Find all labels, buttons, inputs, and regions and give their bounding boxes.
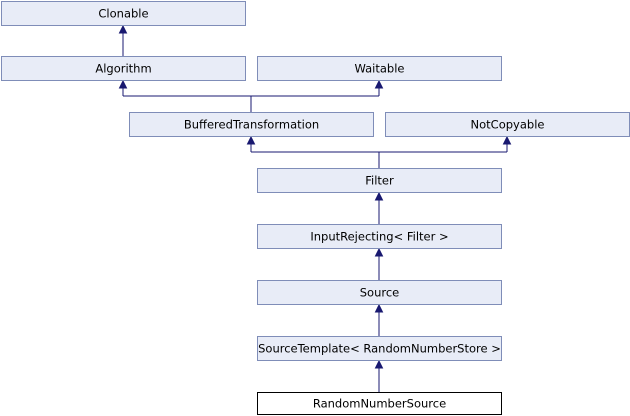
node-label-waitable: Waitable	[354, 62, 404, 76]
node-clonable[interactable]: Clonable	[1, 1, 246, 26]
node-label-algorithm: Algorithm	[95, 62, 151, 76]
node-randomnumbersource: RandomNumberSource	[257, 392, 502, 415]
node-label-source: Source	[360, 286, 400, 300]
node-bufferedtransformation[interactable]: BufferedTransformation	[129, 112, 374, 137]
node-label-randomnumbersource: RandomNumberSource	[313, 397, 446, 411]
edge-randomnumbersource-to-sourcetemplate	[374, 359, 384, 392]
node-inputrejecting[interactable]: InputRejecting< Filter >	[257, 224, 502, 249]
node-filter[interactable]: Filter	[257, 168, 502, 193]
node-label-sourcetemplate: SourceTemplate< RandomNumberStore >	[258, 342, 501, 356]
edges	[118, 24, 512, 392]
node-label-inputrejecting: InputRejecting< Filter >	[310, 230, 448, 244]
edge-source-to-inputrejecting	[374, 247, 384, 280]
node-algorithm[interactable]: Algorithm	[1, 56, 246, 81]
edge-inputrejecting-to-filter	[374, 191, 384, 224]
node-sourcetemplate[interactable]: SourceTemplate< RandomNumberStore >	[257, 336, 502, 361]
node-label-filter: Filter	[365, 174, 394, 188]
edge-bufferedtransformation-to-algorithm-waitable	[118, 79, 384, 112]
edge-algorithm-to-clonable	[118, 24, 128, 57]
node-label-bufferedtransformation: BufferedTransformation	[184, 118, 319, 132]
edge-sourcetemplate-to-source	[374, 303, 384, 336]
node-source[interactable]: Source	[257, 280, 502, 305]
node-notcopyable[interactable]: NotCopyable	[385, 112, 630, 137]
node-label-notcopyable: NotCopyable	[471, 118, 545, 132]
edge-filter-to-bufferedtransformation-notcopyable	[246, 135, 512, 168]
node-waitable[interactable]: Waitable	[257, 56, 502, 81]
node-label-clonable: Clonable	[98, 7, 148, 21]
